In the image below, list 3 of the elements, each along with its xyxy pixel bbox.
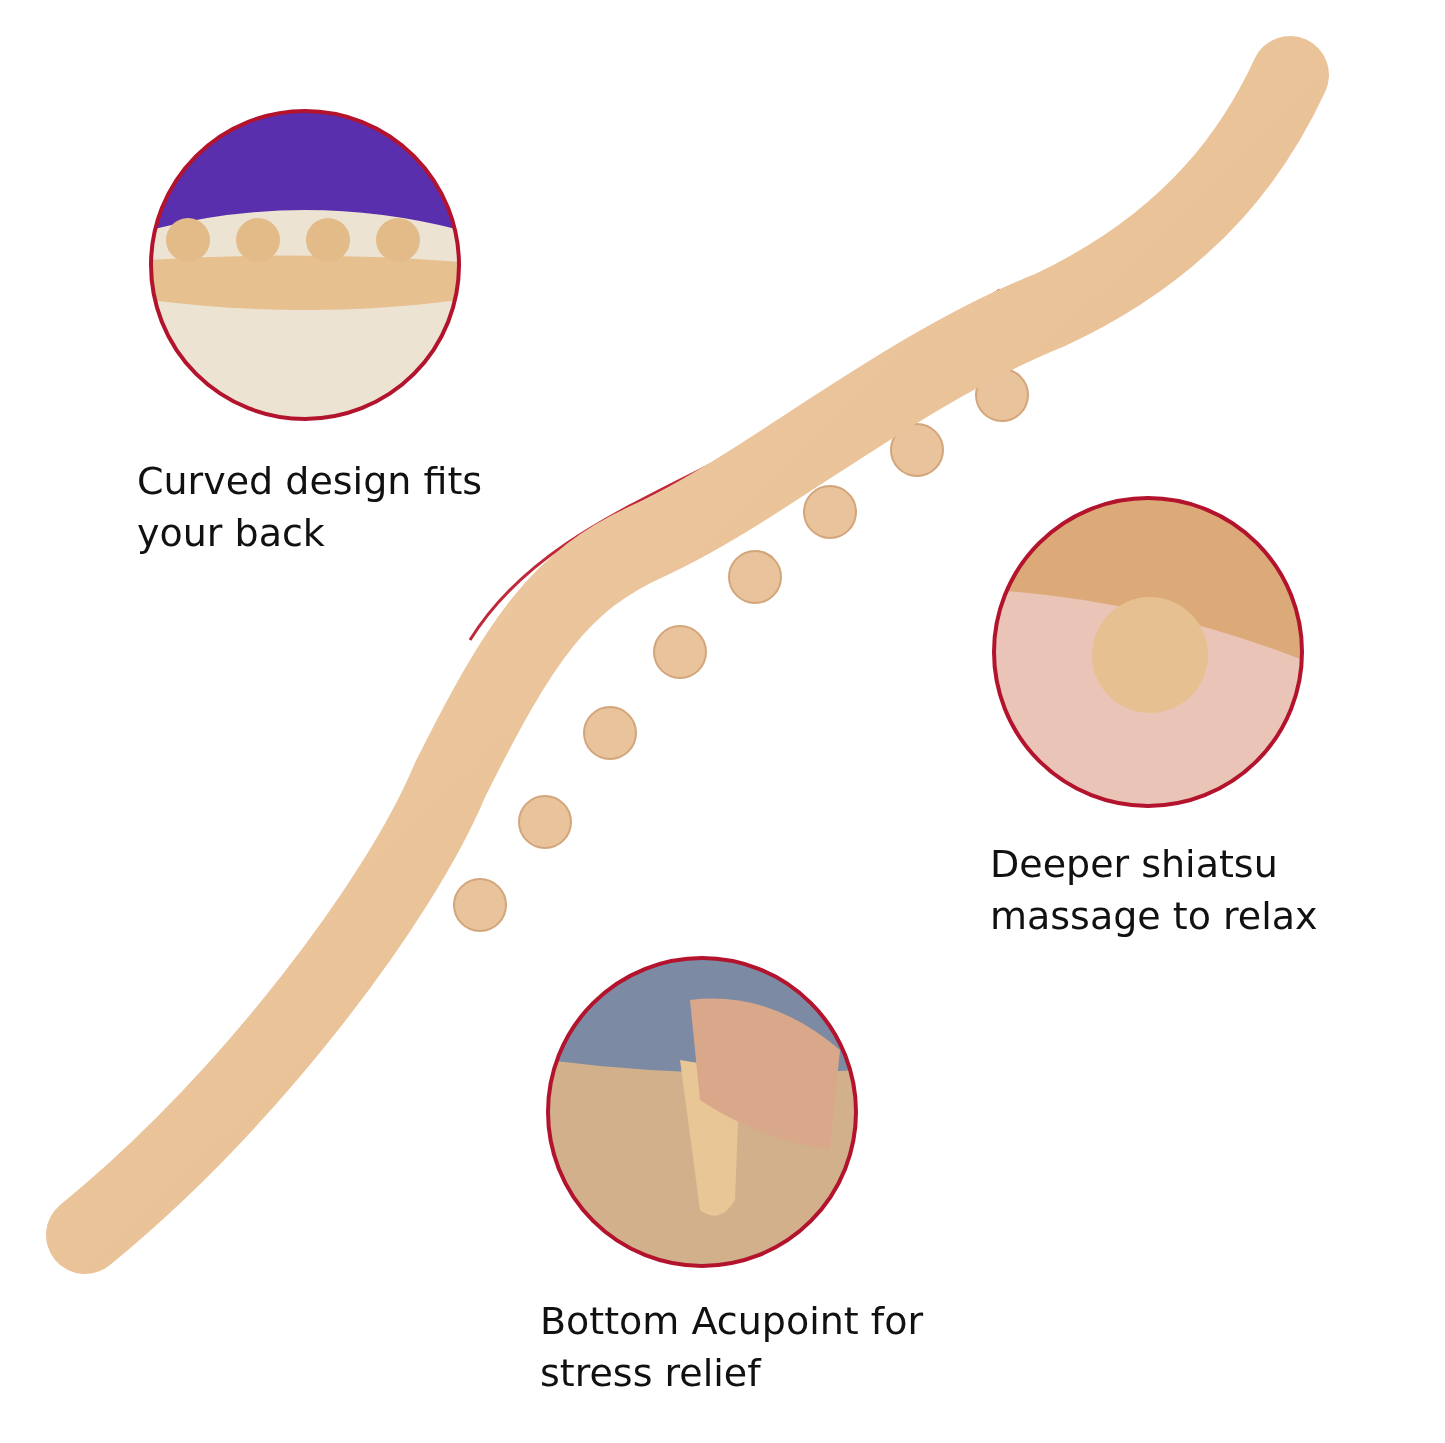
- caption-text: Curved design fits your back: [137, 458, 484, 557]
- caption-text: Bottom Acupoint for stress relief: [540, 1298, 924, 1397]
- caption-text: Deeper shiatsu massage to relax: [990, 841, 1319, 940]
